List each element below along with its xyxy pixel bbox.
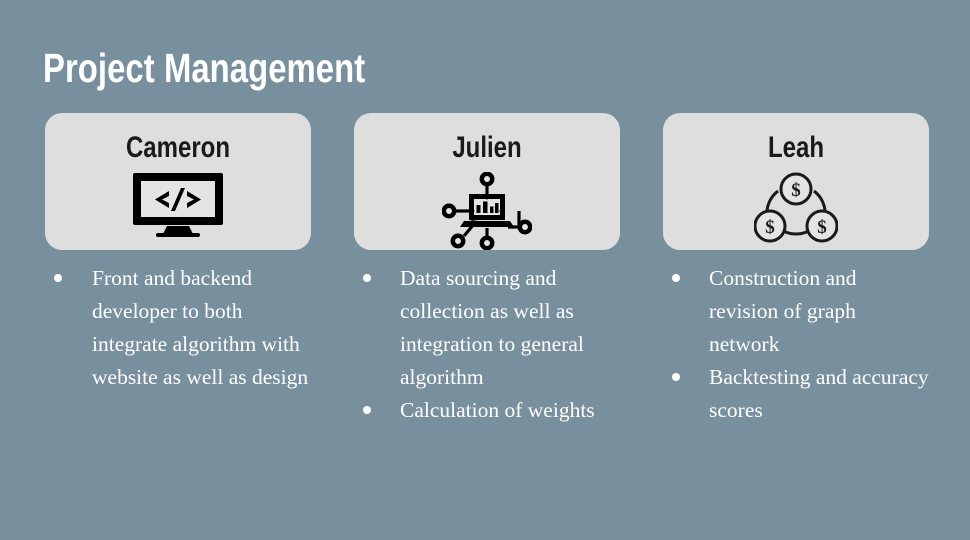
bullet-dot-icon: [54, 274, 62, 282]
bullet-list-cameron: Front and backend developer to both inte…: [45, 262, 311, 394]
page-title: Project Management: [43, 45, 366, 91]
person-card-julien[interactable]: Julien: [354, 113, 620, 250]
laptop-data-network-icon: [354, 172, 620, 250]
bullet-text: Construction and revision of graph netwo…: [709, 266, 857, 356]
bullet-dot-icon: [363, 406, 371, 414]
bullet-text: Calculation of weights: [400, 398, 595, 422]
list-item: Construction and revision of graph netwo…: [663, 262, 929, 361]
bullet-dot-icon: [672, 274, 680, 282]
person-card-cameron[interactable]: Cameron: [45, 113, 311, 250]
list-item: Front and backend developer to both inte…: [45, 262, 311, 394]
person-name-julien: Julien: [452, 131, 522, 164]
team-column-julien: Julien: [354, 113, 620, 427]
money-graph-network-icon: $ $ $: [663, 172, 929, 243]
svg-text:$: $: [791, 180, 801, 201]
list-item: Data sourcing and collection as well as …: [354, 262, 620, 394]
bullet-dot-icon: [672, 373, 680, 381]
bullet-text: Data sourcing and collection as well as …: [400, 266, 584, 389]
team-column-leah: Leah $: [663, 113, 929, 427]
list-item: Calculation of weights: [354, 394, 620, 427]
person-card-leah[interactable]: Leah $: [663, 113, 929, 250]
bullet-list-julien: Data sourcing and collection as well as …: [354, 262, 620, 427]
bullet-text: Front and backend developer to both inte…: [92, 266, 309, 389]
bullet-list-leah: Construction and revision of graph netwo…: [663, 262, 929, 427]
bullet-dot-icon: [363, 274, 371, 282]
monitor-code-icon: [45, 172, 311, 242]
person-name-leah: Leah: [767, 131, 825, 164]
person-name-cameron: Cameron: [125, 131, 231, 164]
bullet-text: Backtesting and accuracy scores: [709, 365, 929, 422]
svg-text:$: $: [817, 217, 827, 238]
team-column-cameron: Cameron Front and backend: [45, 113, 311, 394]
team-columns: Cameron Front and backend: [45, 113, 929, 427]
svg-text:$: $: [765, 217, 775, 238]
list-item: Backtesting and accuracy scores: [663, 361, 929, 427]
